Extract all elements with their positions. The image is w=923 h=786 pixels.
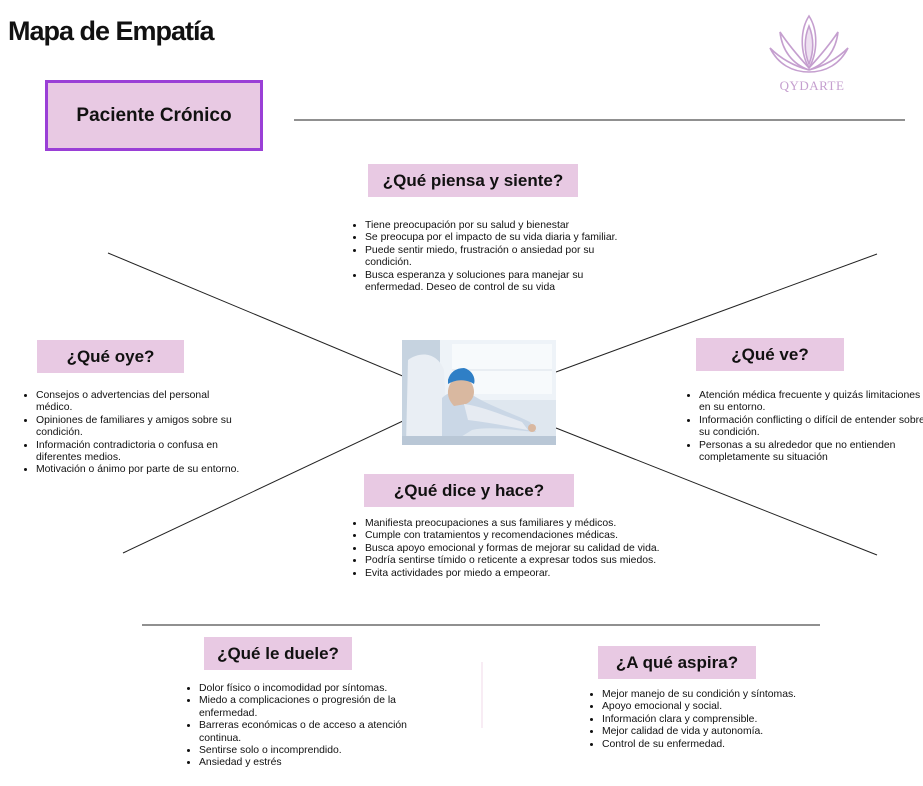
list-item: Información contradictoria o confusa en … bbox=[36, 440, 248, 465]
page-title: Mapa de Empatía bbox=[8, 16, 215, 46]
diagonal-line-bottom-right bbox=[555, 427, 878, 556]
heading-hears: ¿Qué oye? bbox=[37, 340, 184, 373]
list-pains: Dolor físico o incomodidad por síntomas.… bbox=[185, 683, 431, 770]
list-says: Manifiesta preocupaciones a sus familiar… bbox=[351, 518, 675, 580]
list-item: Busca esperanza y soluciones para maneja… bbox=[365, 270, 637, 295]
list-item: Podría sentirse tímido o reticente a exp… bbox=[365, 555, 675, 567]
list-item: Mejor manejo de su condición y síntomas. bbox=[602, 689, 812, 701]
list-item: Manifiesta preocupaciones a sus familiar… bbox=[365, 518, 675, 530]
list-item: Personas a su alrededor que no entienden… bbox=[699, 440, 923, 465]
list-hears: Consejos o advertencias del personal méd… bbox=[22, 390, 248, 477]
diagonal-line-top-right bbox=[555, 253, 878, 373]
list-item: Mejor calidad de vida y autonomía. bbox=[602, 726, 812, 738]
heading-thinks: ¿Qué piensa y siente? bbox=[368, 164, 578, 197]
list-sees: Atención médica frecuente y quizás limit… bbox=[685, 390, 923, 464]
list-item: Miedo a complicaciones o progresión de l… bbox=[199, 695, 431, 720]
list-item: Tiene preocupación por su salud y bienes… bbox=[365, 220, 637, 232]
list-item: Opiniones de familiares y amigos sobre s… bbox=[36, 415, 248, 440]
list-item: Información clara y comprensible. bbox=[602, 714, 812, 726]
list-gains: Mejor manejo de su condición y síntomas.… bbox=[588, 689, 812, 751]
logo-text: QYDARTE bbox=[779, 78, 845, 93]
diagonal-line-top-left bbox=[107, 252, 406, 378]
list-item: Puede sentir miedo, frustración o ansied… bbox=[365, 245, 637, 270]
list-item: Información conflicting o difícil de ent… bbox=[699, 415, 923, 440]
list-item: Barreras económicas o de acceso a atenci… bbox=[199, 720, 431, 745]
list-item: Dolor físico o incomodidad por síntomas. bbox=[199, 683, 431, 695]
patient-photo bbox=[402, 340, 556, 445]
list-item: Sentirse solo o incomprendido. bbox=[199, 745, 431, 757]
list-item: Apoyo emocional y social. bbox=[602, 701, 812, 713]
list-item: Ansiedad y estrés bbox=[199, 757, 431, 769]
list-item: Evita actividades por miedo a empeorar. bbox=[365, 568, 675, 580]
heading-sees: ¿Qué ve? bbox=[696, 338, 844, 371]
list-item: Se preocupa por el impacto de su vida di… bbox=[365, 232, 637, 244]
heading-says: ¿Qué dice y hace? bbox=[364, 474, 574, 507]
list-item: Motivación o ánimo por parte de su entor… bbox=[36, 464, 248, 476]
persona-box: Paciente Crónico bbox=[45, 80, 263, 151]
list-item: Atención médica frecuente y quizás limit… bbox=[699, 390, 923, 415]
list-item: Consejos o advertencias del personal méd… bbox=[36, 390, 248, 415]
list-item: Busca apoyo emocional y formas de mejora… bbox=[365, 543, 675, 555]
heading-pains: ¿Qué le duele? bbox=[204, 637, 352, 670]
list-item: Cumple con tratamientos y recomendacione… bbox=[365, 530, 675, 542]
lotus-icon bbox=[769, 14, 849, 73]
diagonal-line-bottom-left bbox=[122, 419, 406, 554]
heading-gains: ¿A qué aspira? bbox=[598, 646, 756, 679]
list-item: Control de su enfermedad. bbox=[602, 739, 812, 751]
list-thinks: Tiene preocupación por su salud y bienes… bbox=[351, 220, 637, 294]
